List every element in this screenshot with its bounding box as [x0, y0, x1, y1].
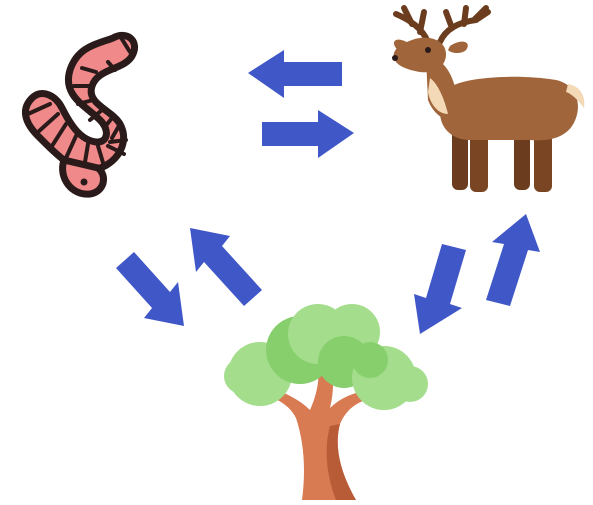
arrow-deer-to-worm	[248, 50, 342, 98]
tree-icon	[224, 304, 428, 500]
arrow-tree-to-deer	[486, 214, 540, 306]
antlers	[396, 8, 488, 42]
arrow-worm-to-tree	[116, 252, 184, 326]
worm-head	[63, 160, 104, 194]
arrow-worm-to-deer	[262, 110, 354, 158]
deer-leg-back-far	[514, 132, 530, 190]
worm-icon	[25, 35, 134, 170]
deer-ear-right	[448, 42, 468, 53]
arrow-tree-to-worm	[190, 228, 262, 306]
deer-eye	[425, 47, 431, 53]
arrow-deer-to-tree	[414, 244, 466, 334]
deer-body	[440, 77, 578, 141]
deer-icon	[392, 8, 584, 192]
deer-nose	[392, 55, 398, 61]
